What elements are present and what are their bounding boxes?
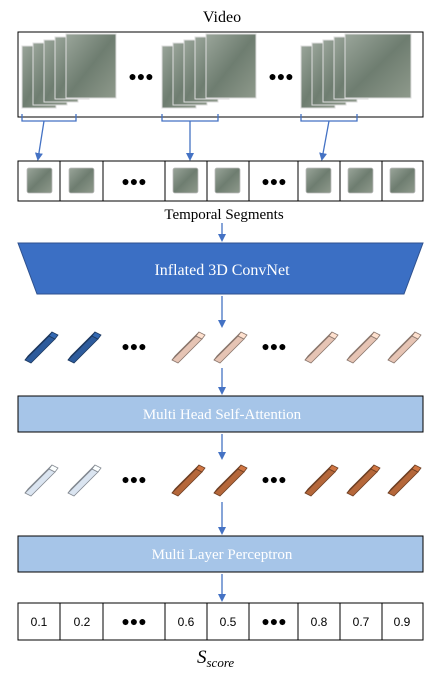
score-cell: 0.9 [394,615,411,629]
ellipsis-video-1: ●●● [128,70,153,85]
feature-vector [304,331,339,364]
ellipsis-features2-2: ●●● [261,473,286,488]
ellipsis-segments-2: ●●● [261,175,286,190]
segment-brackets [21,114,358,161]
score-cell: 0.2 [74,615,91,629]
feature-vector [387,464,422,497]
segments-label: Temporal Segments [164,207,284,223]
ellipsis-video-2: ●●● [268,70,293,85]
score-cell: ●●● [121,613,146,629]
feature-vector [171,464,206,497]
feature-vector [171,331,206,364]
feature-vector [24,464,59,497]
scores-row: 0.1 0.2 ●●● 0.6 0.5 ●●● 0.8 0.7 0.9 [17,602,424,641]
score-symbol-main: S [197,647,207,668]
mhsa-label: Multi Head Self-Attention [143,407,302,423]
ellipsis-segments-1: ●●● [121,175,146,190]
score-cell: 0.6 [178,615,195,629]
score-cell: 0.1 [31,615,48,629]
score-cell: 0.7 [353,615,370,629]
score-cell: ●●● [261,613,286,629]
feature-vector [67,331,102,364]
feature-vector [24,331,59,364]
feature-vector [387,331,422,364]
segments-strip [17,160,424,202]
feature-vector [213,464,248,497]
feature-vector [67,464,102,497]
feature-row-2 [24,464,422,497]
mlp-block [17,535,424,573]
feature-row-1 [24,331,422,364]
frame-stack-1 [21,33,117,109]
score-symbol: Sscore [197,647,234,670]
feature-vector [346,331,381,364]
video-title: Video [203,9,241,26]
feature-vector [346,464,381,497]
ellipsis-features1-1: ●●● [121,340,146,355]
i3d-block [17,242,424,295]
feature-vector [304,464,339,497]
feature-vector [213,331,248,364]
score-cell: 0.5 [220,615,237,629]
ellipsis-features1-2: ●●● [261,340,286,355]
frame-stack-2 [161,33,257,109]
score-symbol-sub: score [207,655,235,670]
mhsa-block [17,395,424,433]
ellipsis-features2-1: ●●● [121,473,146,488]
i3d-label: Inflated 3D ConvNet [154,262,290,279]
frame-stack-3 [300,33,412,109]
mlp-label: Multi Layer Perceptron [152,547,293,563]
score-cell: 0.8 [311,615,328,629]
